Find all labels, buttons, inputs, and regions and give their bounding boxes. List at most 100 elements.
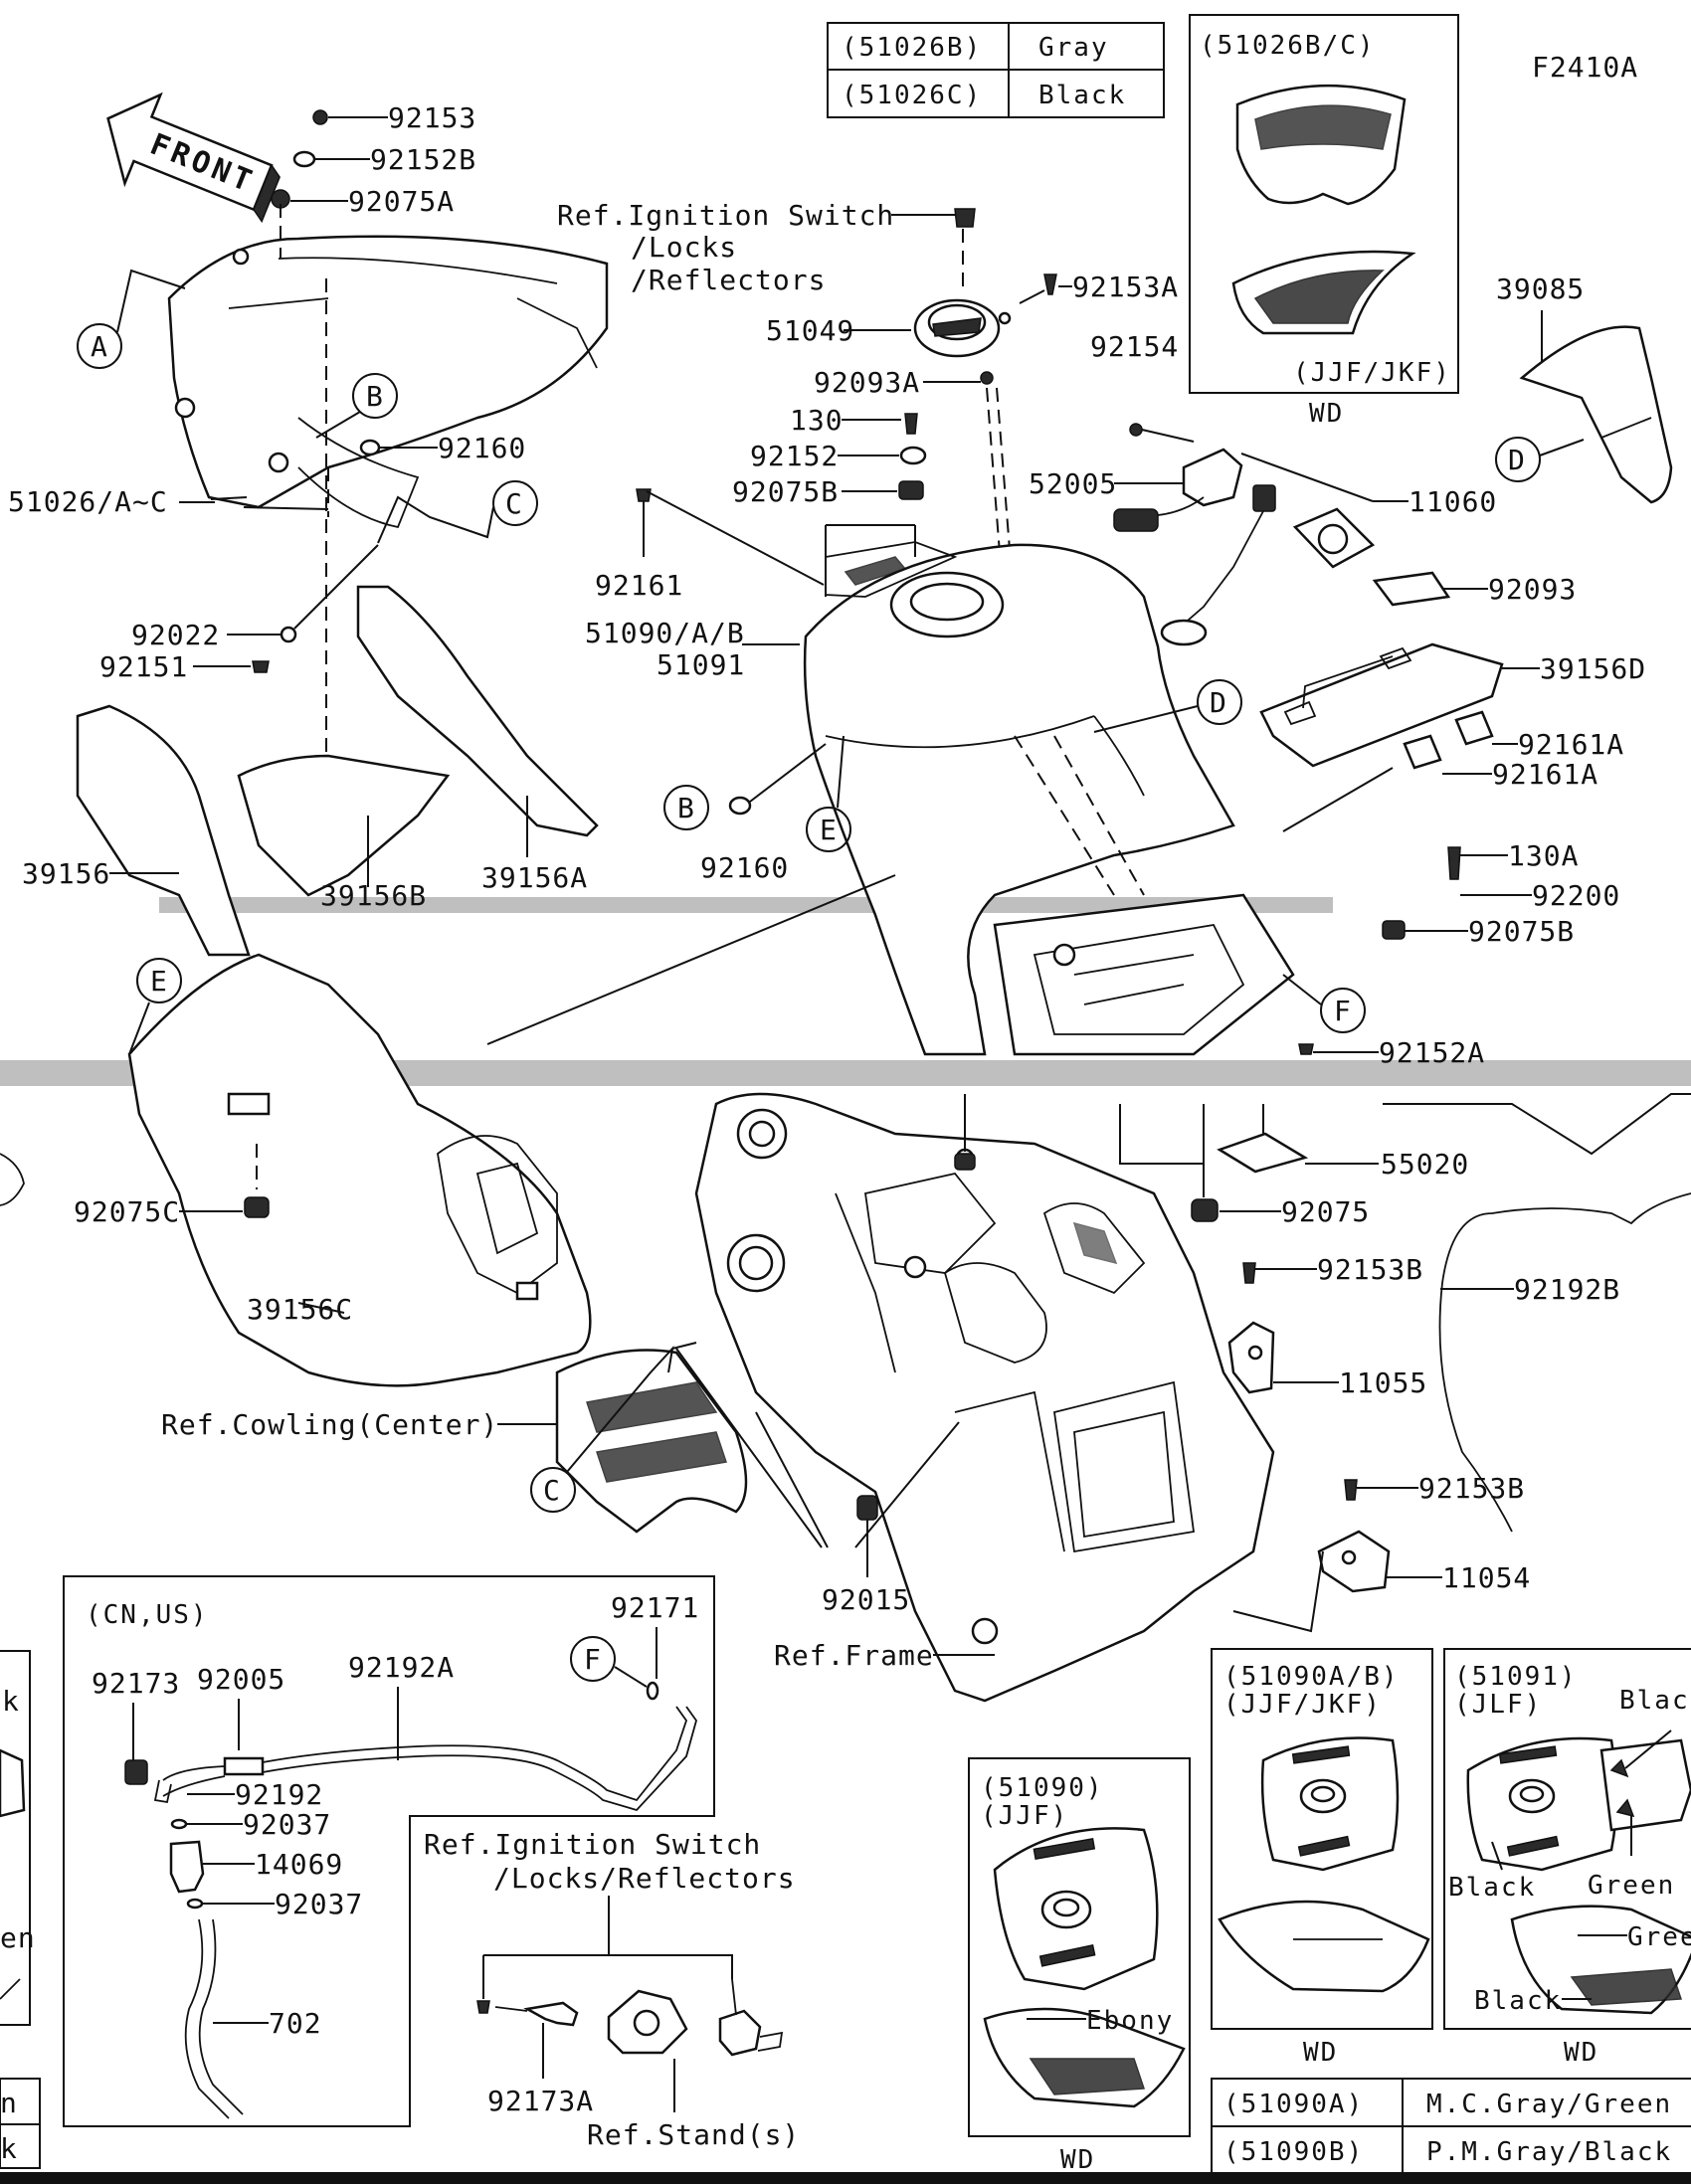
part-label: 92075 [1281,1195,1370,1228]
inset-footer: WD [1309,399,1344,429]
part-label: 39156C [247,1293,353,1326]
part-label: 92200 [1532,879,1620,912]
reference-label: Ref.Cowling(Center) [161,1408,498,1441]
finish-label: Black [1448,1873,1536,1903]
callout-letter: B [366,380,384,413]
part-label: 92152 [750,440,839,472]
grommet-92015 [856,1495,878,1521]
ignition-stand-group: Ref.Ignition Switch /Locks/Reflectors 92… [424,1828,800,2151]
inset-title: (JLF) [1454,1690,1542,1720]
inset-footer: WD [1060,2145,1095,2175]
callout-letter: B [677,792,695,824]
leader-line [210,496,329,510]
inset-variant: (JJF/JKF) [1293,358,1451,388]
cowl-side-assembly [167,235,609,529]
finish-label: Green [1588,1871,1675,1901]
tank-base-assembly [993,893,1295,1056]
color-code: (51026B) [842,33,982,63]
part-label: 11060 [1409,485,1497,518]
inset-title: (JJF/JKF) [1223,1690,1382,1720]
hose-92192b [1438,1192,1691,1533]
part-label: 130A [1508,839,1579,872]
color-code: (51026C) [842,81,982,110]
color-code: (51090A) [1223,2090,1364,2119]
part-label: 92192A [348,1651,455,1684]
part-label: 51049 [766,314,854,347]
callout-f [1320,988,1366,1033]
hose-92192a [262,1706,687,1802]
inset-footer: WD [1564,2038,1598,2068]
part-label: 92173A [487,2085,594,2117]
inset-51090: (51090) (JJF) Ebony WD [968,1757,1191,2175]
part-label: 92161A [1492,758,1598,791]
front-arrow: FRONT [106,91,281,224]
part-label: 92075A [348,185,455,218]
reference-label: /Locks/Reflectors [493,1862,796,1895]
mat-39156d [1259,642,1504,768]
ignition-screw [954,208,976,228]
cowl-lower-part [1253,270,1385,324]
callout-c [492,480,538,526]
reference-label: Ref.Frame [774,1639,934,1672]
color-code: (51090B) [1223,2137,1364,2167]
side-panel-39156 [76,704,251,957]
fastener-group [271,109,328,209]
frame-assembly [694,1092,1275,1703]
callout-letter: D [1210,686,1227,719]
callout-letter: F [1334,995,1352,1027]
pad-55020 [1217,1132,1309,1174]
color-table-bottom: (51090A) M.C.Gray/Green (51090B) P.M.Gra… [1211,2078,1691,2177]
part-label: 39156 [22,857,110,890]
part-label: 92161A [1518,728,1624,761]
color-name: P.M.Gray/Black [1426,2137,1672,2167]
part-label: 39156B [320,879,427,912]
finish-label: Black [1474,1986,1562,2016]
bracket-92173a [523,2001,579,2027]
callout-b [663,785,709,830]
callout-d [1197,679,1242,725]
finish-label: Black [1619,1686,1691,1716]
part-label: 92037 [275,1888,363,1920]
part-label: 92037 [243,1808,331,1841]
part-label: 92173 [92,1667,180,1700]
part-label: 130 [790,404,844,437]
part-label: 92015 [822,1583,910,1616]
inset-51026bc: (51026B/C) (JJF/JKF) WD [1189,14,1459,429]
part-label: 39085 [1496,273,1585,305]
part-label: 92153A [1072,271,1179,303]
reference-label: Ref.Stand(s) [587,2118,800,2151]
fragment-text: n [0,2087,18,2119]
finish-label: Ebony [1086,2006,1174,2036]
callout-letter: E [150,965,168,998]
filter-14069 [169,1840,205,1894]
part-label: 51091 [657,648,745,681]
callout-letter: F [584,1643,602,1676]
color-table-top: (51026B) Gray (51026C) Black [827,22,1165,118]
fuel-cap-51049 [913,298,1012,358]
part-label: 39156D [1540,652,1646,685]
cn-us-box: (CN,US) 92171 F 92173 92005 92192A 92192… [63,1575,715,2127]
part-label: 92151 [99,650,188,683]
part-label: 14069 [255,1848,343,1881]
reference-label: /Locks [631,231,737,264]
inset-title: (51090A/B) [1223,1662,1400,1692]
inset-title: (51090) [981,1773,1104,1803]
color-name: Gray [1038,33,1109,63]
callout-letter: E [820,814,838,846]
part-label: 55020 [1381,1148,1469,1181]
part-label: 92192 [235,1778,323,1811]
callout-c [530,1467,576,1513]
part-label: 92161 [595,569,683,602]
part-label: 92152B [370,143,476,176]
inset-51091: (51091) (JLF) Black Black Green Green Bl… [1443,1648,1691,2068]
part-label: 92075B [1468,915,1575,948]
part-label: 92160 [438,432,526,464]
gasket-11060 [1292,507,1376,569]
inset-51090ab: (51090A/B) (JJF/JKF) WD [1211,1648,1433,2068]
fragment-text: k [0,2132,18,2165]
callout-e [136,958,182,1003]
figure-code: F2410A [1532,51,1638,84]
side-panel-39156a [356,585,599,837]
fuel-tank-51090 [803,541,1235,1056]
